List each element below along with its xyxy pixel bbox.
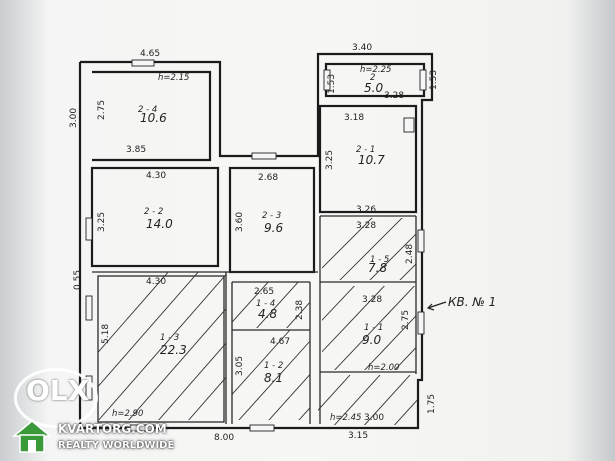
- house-icon: [12, 420, 52, 453]
- dim-h-top4: h=2.15: [158, 73, 189, 83]
- brand-tagline: REALTY WORLDWIDE: [58, 440, 175, 451]
- dim-top-right: 3.40: [352, 43, 372, 53]
- dim-room1-h: 2.75: [401, 310, 411, 330]
- room-code: 1 - 5: [370, 255, 389, 265]
- room-area: 14.0: [146, 217, 173, 231]
- dimensions: 4.65 3.40 3.00 2.75 h=2.15 3.85 4.30 2.6…: [69, 43, 439, 443]
- dim-room13-width: 4.30: [146, 277, 166, 287]
- dim-bottom-right: 3.15: [348, 431, 368, 441]
- watermark-logo: OLX KVARTORG.COM REALTY WORLDWIDE: [6, 368, 196, 458]
- dim-room14-h: 2.38: [295, 300, 305, 320]
- dim-room5-h: 2.48: [405, 244, 415, 264]
- dim-h-left: h=2.90: [112, 409, 143, 419]
- dim-h-topright: h=2.25: [360, 65, 391, 75]
- dim-h-right: h=2.45: [330, 413, 361, 423]
- room-code: 1 - 1: [364, 323, 383, 333]
- room-area: 8.1: [264, 371, 283, 385]
- dim-room2a-h: 3.60: [235, 212, 245, 232]
- room-area: 9.0: [362, 333, 381, 347]
- hatching: [98, 218, 418, 425]
- dim-right-175: 1.75: [427, 394, 437, 414]
- dim-room14-w: 2.65: [254, 287, 274, 297]
- room-area: 10.7: [358, 153, 385, 167]
- olx-logo-text: OLX: [26, 374, 90, 407]
- dim-small-h: h=2.00: [368, 363, 399, 373]
- dim-bottom-total: 8.00: [214, 433, 234, 443]
- dim-col-153a: 1.53: [327, 74, 337, 94]
- dim-room1-w: 3.28: [362, 295, 382, 305]
- dim-top-left: 4.65: [140, 49, 160, 59]
- dim-small-300: 3.00: [364, 413, 384, 423]
- dim-col-153b: 1.53: [429, 70, 439, 90]
- dim-left-mid: 3.25: [97, 212, 107, 232]
- apartment-label: КВ. № 1: [448, 295, 496, 309]
- dim-room4-width: 2.75: [97, 100, 107, 120]
- dim-left-upper: 3.00: [69, 108, 79, 128]
- dim-left-055: 0.55: [73, 270, 83, 290]
- olx-circle: [14, 368, 98, 428]
- room-code: 2 - 4: [138, 105, 157, 115]
- room-area: 10.6: [140, 111, 167, 125]
- room-area: 4.8: [258, 307, 277, 321]
- inner-walls: [92, 215, 417, 424]
- dim-col-318: 3.18: [344, 113, 364, 123]
- dim-col-328: 3.28: [356, 221, 376, 231]
- dim-room12-w: 4.67: [270, 337, 290, 347]
- room-area: 7.8: [368, 261, 387, 275]
- dim-room1-top: 3.28: [384, 91, 404, 101]
- apartment-marker: КВ. № 1: [426, 295, 496, 311]
- dim-room12-h: 3.05: [235, 356, 245, 376]
- dim-room2-width: 4.30: [146, 171, 166, 181]
- room-area: 5.0: [364, 81, 383, 95]
- room-code: 2 - 1: [356, 145, 375, 155]
- room-code: 1 - 3: [160, 333, 179, 343]
- room-code: 2: [370, 73, 375, 83]
- dim-room2a-width: 2.68: [258, 173, 278, 183]
- outer-walls: [78, 52, 434, 430]
- dim-col-326: 3.26: [356, 205, 376, 215]
- dim-room4-top: 3.85: [126, 145, 146, 155]
- room-code: 2 - 3: [262, 211, 281, 221]
- brand-name: KVARTORG.COM: [58, 422, 167, 436]
- room-area: 22.3: [160, 343, 187, 357]
- room-labels: 2 - 4 10.6 2 5.0 2 - 1 10.7 2 - 2 14.0 2…: [138, 73, 389, 385]
- room-area: 9.6: [264, 221, 283, 235]
- room-code: 2 - 2: [144, 207, 163, 217]
- room-code: 1 - 4: [256, 299, 275, 309]
- room-code: 1 - 2: [264, 361, 283, 371]
- dim-col-325: 3.25: [325, 150, 335, 170]
- dim-bottom-left-h: 5.18: [101, 324, 111, 344]
